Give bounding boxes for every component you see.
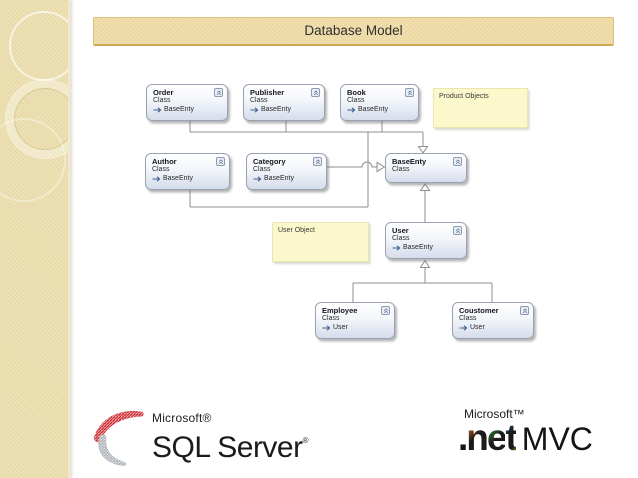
decor-ring: [9, 11, 68, 81]
class-base: BaseEnty: [163, 174, 193, 182]
class-box-baseenty: BaseEnty Class: [385, 153, 467, 183]
class-box-publisher: Publisher Class BaseEnty: [243, 84, 325, 121]
class-name: Order: [153, 88, 174, 97]
microsoft-brand-text: Microsoft®: [152, 411, 212, 425]
connector-top-bus: [189, 121, 424, 147]
microsoft-brand-text: Microsoft™: [464, 407, 525, 421]
class-base: BaseEnty: [358, 105, 388, 113]
class-box-category: Category Class BaseEnty: [246, 153, 327, 190]
connector-category-to-baseenty: [327, 161, 377, 168]
registered-mark: ®: [302, 436, 309, 445]
class-base-row: BaseEnty: [250, 106, 320, 115]
inheritance-arrow-icon: [152, 176, 161, 182]
inheritance-arrow-icon: [250, 107, 259, 113]
collapse-button[interactable]: [405, 88, 414, 97]
collapse-button[interactable]: [311, 88, 320, 97]
chevron-up-icon: [218, 158, 223, 164]
chevron-up-icon: [313, 89, 318, 95]
class-name: Book: [347, 88, 366, 97]
inheritance-arrowhead-user-bottom: [419, 259, 431, 268]
sql-server-product-text: SQL Server®: [152, 431, 309, 464]
sql-server-wordmark: Microsoft® SQL Server®: [152, 411, 309, 464]
class-stereotype: Class: [459, 315, 477, 322]
dotnet-dot: .: [458, 417, 468, 458]
collapse-button[interactable]: [214, 88, 223, 97]
class-base-row: BaseEnty: [153, 106, 223, 115]
class-name: Publisher: [250, 88, 285, 97]
class-base-row: BaseEnty: [347, 106, 414, 115]
class-base: User: [333, 323, 348, 331]
class-stereotype: Class: [322, 315, 340, 322]
class-stereotype: Class: [152, 166, 170, 173]
class-base: BaseEnty: [264, 174, 294, 182]
class-box-book: Book Class BaseEnty: [340, 84, 419, 121]
sql-server-swoosh-icon: [93, 411, 144, 466]
note-text: User Object: [278, 227, 315, 234]
class-box-author: Author Class BaseEnty: [145, 153, 230, 190]
note-text: Product Objects: [439, 93, 489, 100]
inheritance-arrow-icon: [153, 107, 162, 113]
class-name: BaseEnty: [392, 157, 427, 166]
inheritance-arrow-icon: [253, 176, 262, 182]
inheritance-arrow-icon: [322, 325, 331, 331]
chevron-up-icon: [315, 158, 320, 164]
decor-ring: [0, 118, 66, 202]
collapse-button[interactable]: [216, 157, 225, 166]
class-stereotype: Class: [250, 97, 268, 104]
chevron-up-icon: [407, 89, 412, 95]
inheritance-arrowhead-baseenty-left: [376, 161, 386, 173]
mvc-text: MVC: [521, 421, 593, 457]
chevron-up-icon: [522, 307, 527, 313]
sql-server-logo: Microsoft® SQL Server®: [90, 404, 309, 468]
class-name: User: [392, 226, 409, 235]
dotnet-letter-n: n: [466, 417, 489, 458]
class-stereotype: Class: [392, 235, 410, 242]
class-box-employee: Employee Class User: [315, 302, 395, 339]
class-base-row: BaseEnty: [152, 175, 225, 184]
class-name: Category: [253, 157, 286, 166]
dotnet-letter-e: e: [486, 417, 508, 458]
collapse-button[interactable]: [520, 306, 529, 315]
inheritance-arrow-icon: [347, 107, 356, 113]
inheritance-arrow-icon: [392, 245, 401, 251]
class-box-user: User Class BaseEnty: [385, 222, 467, 259]
chevron-up-icon: [455, 227, 460, 233]
class-base-row: BaseEnty: [392, 244, 462, 253]
class-base-row: User: [322, 324, 390, 333]
collapse-button[interactable]: [381, 306, 390, 315]
class-box-coustomer: Coustomer Class User: [452, 302, 534, 339]
class-name: Employee: [322, 306, 358, 315]
class-stereotype: Class: [392, 166, 410, 173]
class-box-order: Order Class BaseEnty: [146, 84, 228, 121]
note-user-object: User Object: [272, 222, 369, 262]
inheritance-arrow-icon: [459, 325, 468, 331]
collapse-button[interactable]: [453, 226, 462, 235]
class-base-row: BaseEnty: [253, 175, 322, 184]
class-stereotype: Class: [253, 166, 271, 173]
collapse-button[interactable]: [313, 157, 322, 166]
class-stereotype: Class: [153, 97, 171, 104]
class-base-row: User: [459, 324, 529, 333]
slide-title: Database Model: [93, 17, 614, 46]
chevron-up-icon: [216, 89, 221, 95]
chevron-up-icon: [383, 307, 388, 313]
dotnet-letter-t: t: [505, 417, 517, 458]
class-name: Coustomer: [459, 306, 499, 315]
inheritance-arrowhead-baseenty-bottom: [419, 183, 431, 191]
class-base: BaseEnty: [164, 105, 194, 113]
note-product-objects: Product Objects: [433, 88, 528, 128]
collapse-button[interactable]: [453, 157, 462, 166]
class-stereotype: Class: [347, 97, 365, 104]
class-base: User: [470, 323, 485, 331]
class-base: BaseEnty: [403, 243, 433, 251]
slide-side-decoration: [0, 0, 70, 478]
connector-bottom-bus: [352, 267, 493, 302]
class-name: Author: [152, 157, 177, 166]
chevron-up-icon: [455, 158, 460, 164]
class-base: BaseEnty: [261, 105, 291, 113]
